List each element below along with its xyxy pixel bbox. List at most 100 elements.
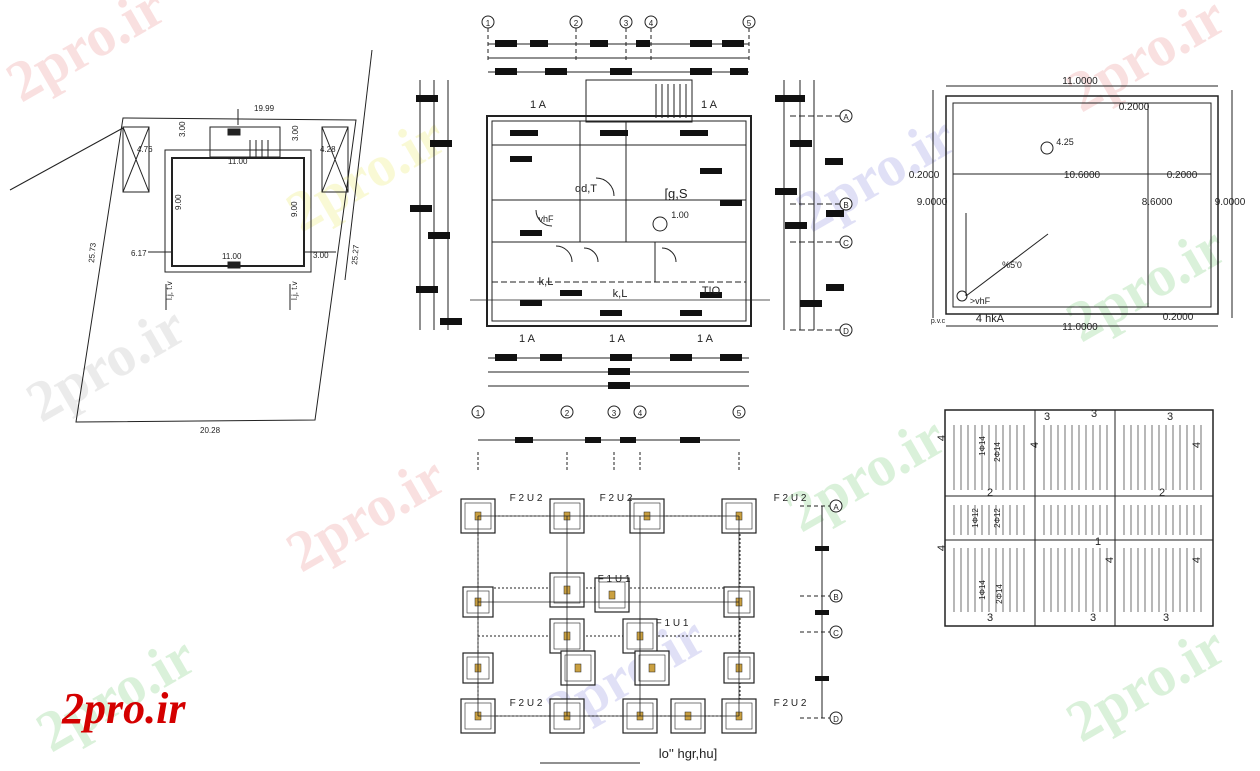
joist-mark: 3: [1167, 411, 1173, 423]
joist-labels: 1Φ14 2Φ14 1Φ12 2Φ12 1Φ14 2Φ14 3 3 3 3 3 …: [936, 408, 1203, 624]
section-mark: 1 A: [697, 333, 714, 345]
joist-ribs: [953, 425, 1202, 612]
footing: [634, 650, 670, 686]
rebar-label: 1Φ14: [978, 436, 987, 456]
joist-mark: 3: [1044, 411, 1050, 423]
section-mark: 1 A: [530, 99, 547, 111]
footing-label: F 2 U 2: [510, 698, 543, 709]
joist-mark: 3: [1091, 408, 1097, 420]
footing-label: F 2 U 2: [774, 493, 807, 504]
slab-top-dim: 11.0000: [1062, 76, 1098, 87]
site-bottom-dim: 20.28: [200, 426, 221, 435]
room-label: qd,T: [575, 183, 597, 195]
floor-plan-labels: 1 2 3 4 5 A B C D 1 A 1 A 1 A 1 A 1 A qd…: [481, 15, 853, 345]
rebar-label: 1Φ14: [978, 580, 987, 600]
joist-plan: [944, 409, 1214, 627]
joist-mark: 4: [936, 545, 948, 551]
slab-wall: 0.2000: [1119, 102, 1150, 113]
foundation-ticks: [515, 437, 829, 681]
axis-label: D: [833, 715, 839, 724]
rebar-label: 1Φ12: [971, 508, 980, 528]
site-inner-top: 11.00: [228, 157, 248, 166]
slab-slope: %5'0: [1002, 260, 1022, 270]
section-mark: 1 A: [701, 99, 718, 111]
axis-label: 1: [486, 19, 491, 28]
brand-logo: 2pro.ir: [62, 684, 186, 733]
footing-label: F 2 U 2: [510, 493, 543, 504]
axis-label: C: [843, 239, 849, 248]
room-label: vhF: [538, 214, 554, 224]
site-top-left-gap: 3.00: [178, 121, 187, 137]
room-label: T!O: [702, 285, 721, 297]
slab-caption: 4 hkA: [976, 313, 1005, 325]
rebar-label: 2Φ12: [993, 508, 1002, 528]
floor-plan-dim-ticks: [410, 40, 844, 389]
section-mark: 1 A: [519, 333, 536, 345]
slab-pvc: p.v.c: [931, 318, 946, 325]
slab-level: 4.25: [1056, 137, 1074, 147]
axis-label: 5: [737, 409, 742, 418]
site-setback-left: 6.17: [131, 249, 147, 258]
joist-mark: 4: [1029, 442, 1041, 448]
axis-label: B: [843, 201, 848, 210]
site-inner-left: 9.00: [174, 194, 183, 210]
axis-label: 3: [612, 409, 617, 418]
slab-wall: 0.2000: [1163, 312, 1194, 323]
joist-mark: 4: [1191, 557, 1203, 563]
slab-drain: >vhF: [970, 296, 991, 306]
footing-grid: [460, 498, 757, 734]
footing: [594, 577, 630, 613]
axis-label: 2: [565, 409, 570, 418]
slab-plan: [932, 85, 1233, 327]
level-marker-icon: [1040, 141, 1054, 155]
slab-bottom-dim: 11.0000: [1062, 322, 1098, 333]
slab-left-dim: 9.0000: [917, 197, 948, 208]
axis-label: 3: [624, 19, 629, 28]
slab-wall: 0.2000: [909, 170, 940, 181]
foundation-labels: 1 2 3 4 5 A B C D F 2 U 2 F 2 U 2 F 2 U …: [471, 405, 843, 761]
level-value: 1.00: [671, 210, 689, 220]
site-inner-bottom: 11.00: [222, 252, 242, 261]
joist-mark: 2: [987, 487, 993, 499]
site-left-dim: 25.73: [87, 242, 98, 263]
axis-label: 5: [747, 19, 752, 28]
footing-label: F 2 U 2: [600, 493, 633, 504]
axis-label: C: [833, 629, 839, 638]
site-plan: [9, 49, 373, 423]
axis-label: A: [833, 503, 839, 512]
site-plan-labels: 19.99 20.28 25.73 25.27 11.00 11.00 9.00…: [87, 104, 361, 435]
axis-label: 1: [476, 409, 481, 418]
site-top-dim: 19.99: [254, 104, 275, 113]
floor-plan: [419, 28, 840, 387]
axis-label: B: [833, 593, 838, 602]
footing-label: F 1 U 1: [656, 618, 689, 629]
slab-inner-height: 8.6000: [1142, 197, 1173, 208]
rebar-label: 2Φ14: [993, 442, 1002, 462]
slab-right-dim: 9.0000: [1215, 197, 1246, 208]
site-top-right-gap: 3.00: [291, 125, 300, 141]
site-front-left: 4.76: [137, 145, 153, 154]
site-front-right: 4.28: [320, 145, 336, 154]
joist-mark: 4: [936, 435, 948, 441]
axis-label: 4: [638, 409, 643, 418]
site-right-dim: 25.27: [350, 244, 361, 265]
site-inner-right: 9.00: [290, 201, 299, 217]
slab-plan-labels: 11.0000 11.0000 9.0000 9.0000 10.6000 8.…: [909, 76, 1246, 333]
joist-mark: 4: [1104, 557, 1116, 563]
axis-label: D: [843, 327, 849, 336]
footing: [560, 650, 596, 686]
footing-label: F 2 U 2: [774, 698, 807, 709]
joist-mark: 3: [1090, 612, 1096, 624]
foundation-caption: lo'' hgr,hu]: [659, 746, 717, 761]
joist-mark: 1: [1095, 536, 1101, 548]
joist-mark: 4: [1191, 442, 1203, 448]
footing-label: F 1 U 1: [598, 574, 631, 585]
axis-label: 2: [574, 19, 579, 28]
site-label-right: l.j, t.v: [290, 281, 299, 300]
room-label: [g,S: [664, 186, 687, 201]
section-mark: 1 A: [609, 333, 626, 345]
slab-wall: 0.2000: [1167, 170, 1198, 181]
site-setback-right: 3.00: [313, 251, 329, 260]
axis-label: A: [843, 113, 849, 122]
